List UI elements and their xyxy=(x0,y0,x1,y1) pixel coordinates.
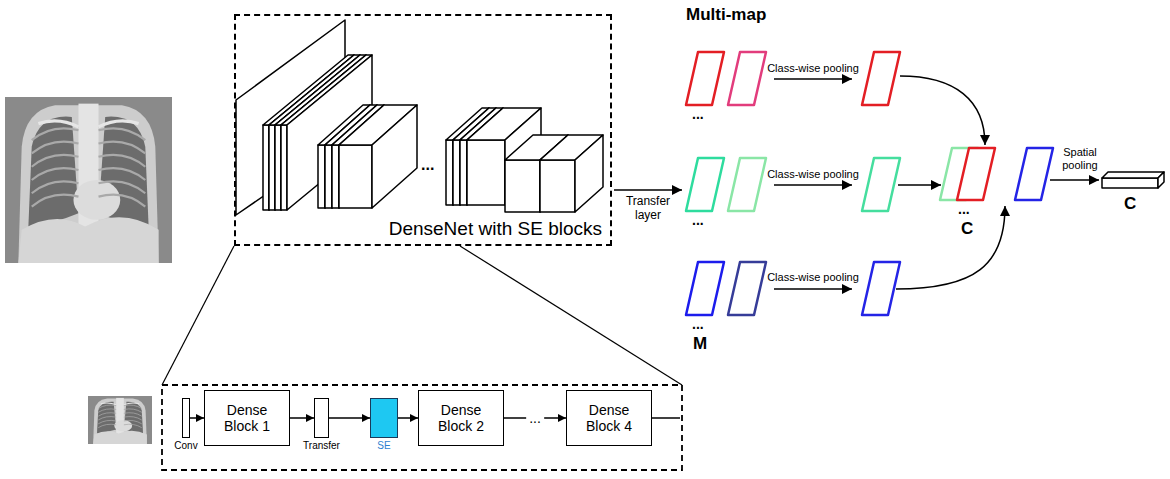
ellipsis: ... xyxy=(958,201,970,217)
feature-map xyxy=(728,52,766,105)
block-group xyxy=(505,135,603,212)
detail-frame xyxy=(162,385,682,470)
chest-xray xyxy=(5,97,172,263)
ellipsis: ... xyxy=(421,156,434,174)
feature-map xyxy=(686,52,724,105)
dense-block: Dense Block 4 xyxy=(566,390,652,446)
transfer-arrow xyxy=(614,189,682,191)
block-group xyxy=(275,125,281,210)
pooling-arrow xyxy=(774,184,852,186)
edge-label: ... xyxy=(526,410,544,426)
dimension-label: C xyxy=(1124,194,1136,214)
block-group xyxy=(263,125,269,210)
pooling-arrow xyxy=(774,288,852,290)
vector-face xyxy=(1102,178,1158,188)
block-group xyxy=(467,140,505,205)
block-group xyxy=(540,160,575,212)
block-group xyxy=(453,140,460,205)
operation-label: Spatial pooling xyxy=(1056,146,1104,171)
stacked-map xyxy=(957,148,995,200)
se-block: SE xyxy=(370,398,398,438)
dimension-label: M xyxy=(693,334,707,354)
feature-map xyxy=(686,262,724,315)
node-text: SE xyxy=(377,440,390,452)
node-text: Conv xyxy=(174,440,197,452)
output-line xyxy=(652,417,680,419)
operation-label: Class-wise pooling xyxy=(767,271,859,284)
flow-arrow xyxy=(329,417,370,419)
block-group xyxy=(281,125,287,210)
block-group xyxy=(318,145,325,208)
ellipsis: ... xyxy=(692,106,704,122)
pooled-map xyxy=(862,262,900,315)
feature-map xyxy=(686,158,724,211)
network-region: DenseNet with SE blocks xyxy=(234,14,612,246)
stacked-map xyxy=(1015,148,1053,200)
merge-arrow xyxy=(896,206,1005,289)
output-vector xyxy=(1102,172,1164,188)
node-text: Transfer xyxy=(303,440,340,452)
layer-label: Transfer layer xyxy=(623,195,673,223)
ellipsis: ... xyxy=(692,316,704,332)
pooling-arrow xyxy=(774,78,852,80)
flow-arrow xyxy=(290,417,314,419)
block-group xyxy=(339,145,372,208)
feature-map xyxy=(728,262,766,315)
zoom-detail xyxy=(162,246,682,470)
node-text: Dense Block 2 xyxy=(432,402,490,434)
flow-arrow xyxy=(190,417,204,419)
block-group xyxy=(446,140,453,205)
operation-label: Class-wise pooling xyxy=(767,168,859,181)
feature-maps xyxy=(686,52,1053,315)
dense-block: Dense Block 2 xyxy=(418,390,504,446)
block-group xyxy=(325,145,332,208)
block-group xyxy=(372,105,417,208)
node-text: Dense Block 4 xyxy=(580,402,638,434)
conv-layer: Conv xyxy=(182,398,190,438)
block-group xyxy=(575,135,603,212)
flow-arrows xyxy=(614,76,1099,289)
pooled-map xyxy=(862,52,900,105)
transition-layer: Transfer xyxy=(314,398,329,438)
block-group xyxy=(505,160,540,212)
node-text: DenseNet with SE blocks xyxy=(389,218,602,240)
section-title: Multi-map xyxy=(686,5,766,25)
zoom-line xyxy=(460,246,682,385)
ellipsis: ... xyxy=(692,212,704,228)
dense-block: Dense Block 1 xyxy=(204,390,290,446)
feature-map xyxy=(728,158,766,211)
pooled-map xyxy=(862,158,900,211)
zoom-line xyxy=(162,246,234,385)
block-group xyxy=(332,145,339,208)
dimension-label: C xyxy=(961,219,973,239)
spatial-arrow xyxy=(1050,179,1099,181)
vector-face xyxy=(1102,172,1164,178)
operation-label: Class-wise pooling xyxy=(767,62,859,75)
flow-arrow xyxy=(398,417,418,419)
vector-face xyxy=(1158,172,1164,188)
block-group xyxy=(318,105,417,208)
merge-arrow xyxy=(900,76,985,145)
block-group xyxy=(460,140,467,205)
block-group xyxy=(269,125,275,210)
network-blocks xyxy=(236,20,603,215)
chest-xray-small xyxy=(88,396,152,444)
node-text: Dense Block 1 xyxy=(218,402,276,434)
merge-arrow xyxy=(898,184,941,186)
